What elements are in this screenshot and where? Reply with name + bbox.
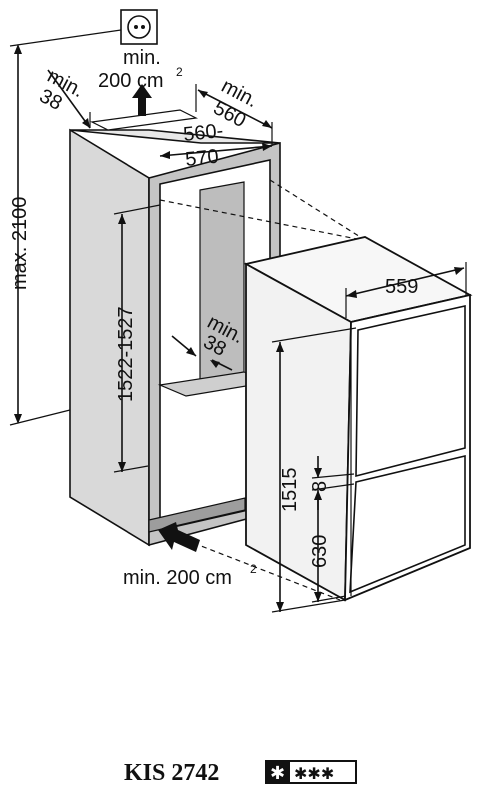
fridge-height-label: 1515 [279,468,301,513]
model-name: KIS 2742 [124,760,219,786]
energy-star-rating: ✱ ✱✱✱ [265,760,357,784]
width-570-label: 570 [184,146,219,171]
top-vent-sup-label: 2 [176,65,183,79]
three-star-icons: ✱✱✱ [294,764,334,783]
bottom-vent-dimension: min. 200 cm 2 [123,522,257,589]
bottom-vent-sup-label: 2 [250,562,257,576]
side-gap-dimension: min. 38 [36,65,91,129]
top-vent-min-label: min. [123,47,161,69]
dimension-max-height: max. 2100 [9,29,122,426]
refrigerator [243,236,473,602]
niche-height-label: 1522-1527 [115,306,137,402]
depth-dimension: min. 560 [195,75,273,146]
freezer-star-icon: ✱ [270,763,285,784]
power-socket-icon [120,9,158,45]
fridge-width-label: 559 [385,276,418,298]
lower-height-label: 630 [309,535,331,568]
bottom-vent-area-label: min. 200 cm [123,567,232,589]
fridge-height-dimension: 1515 [271,327,357,613]
top-vent-dimension: min. 200 cm 2 [98,47,183,116]
door-gap-label: 8 [309,481,331,492]
width-dimension: 560- 570 [159,120,273,171]
width-560-label: 560- [182,120,224,146]
dimension-niche-height: 1522-1527 [113,204,161,473]
max-height-label: max. 2100 [9,197,31,290]
lower-height-dimension: 630 [309,500,347,603]
fridge-width-dimension: 559 [345,262,467,318]
top-vent-area-label: 200 cm [98,70,164,92]
model-footer: KIS 2742 ✱ ✱✱✱ [124,760,357,786]
